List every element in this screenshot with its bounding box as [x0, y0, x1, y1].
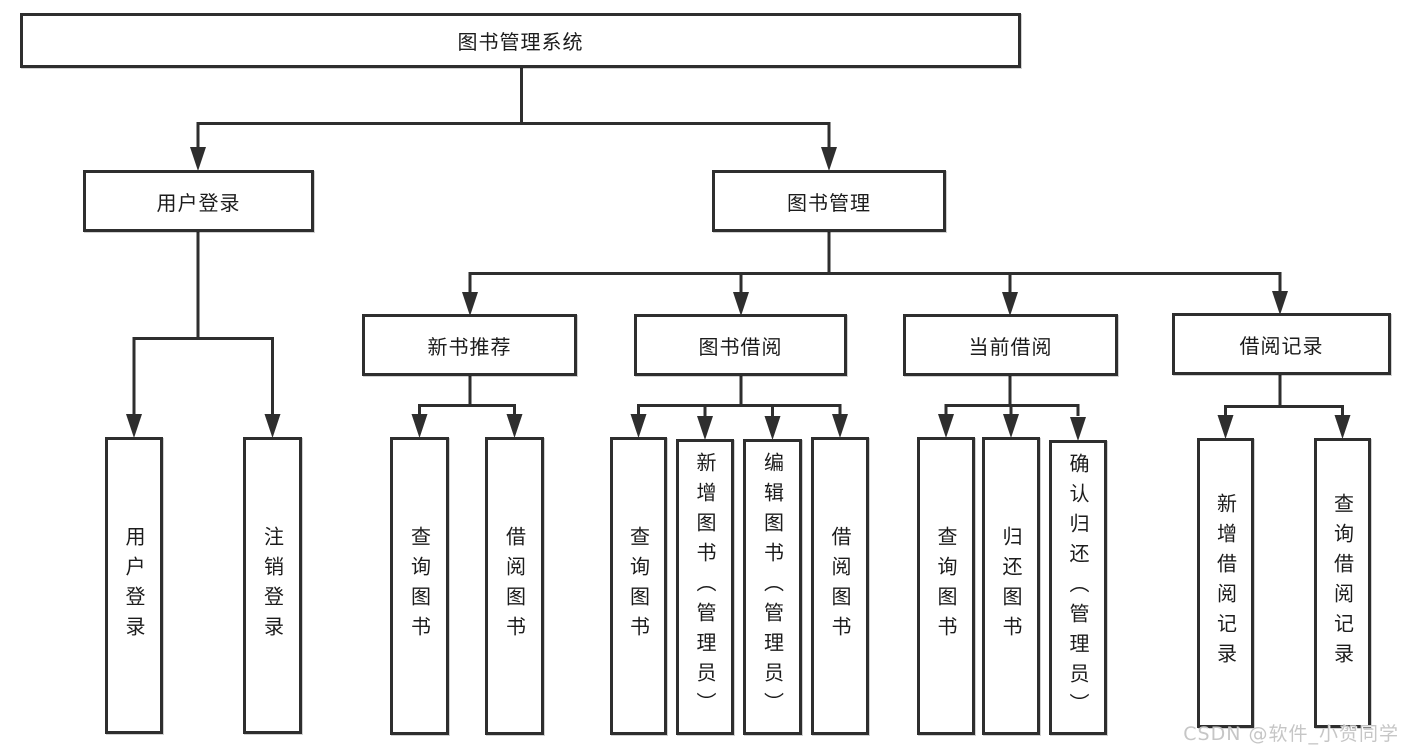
- arrowhead: [630, 414, 647, 438]
- leaf-label: 归还图书: [999, 526, 1023, 646]
- arrowhead: [764, 416, 781, 440]
- leaf-label: 注销登录: [260, 525, 285, 646]
- node-current-borrowing: 当前借阅: [903, 314, 1118, 376]
- arrowhead: [697, 416, 713, 440]
- node-book-borrowing: 图书借阅: [634, 314, 847, 376]
- arrowhead: [462, 292, 478, 316]
- connector-book-mgmt-branch: [468, 231, 1282, 294]
- leaf-add-borrow-record: 新增借阅记录: [1197, 438, 1254, 728]
- leaf-query-borrow-record: 查询借阅记录: [1314, 438, 1371, 728]
- leaf-user-login: 用户登录: [105, 437, 163, 734]
- arrowhead: [938, 414, 954, 438]
- connector-current-borrow-branch: [944, 374, 1080, 416]
- arrowhead: [1070, 417, 1086, 441]
- leaf-add-books-admin: 新增图书（管理员）: [676, 439, 734, 735]
- arrowhead: [264, 414, 281, 438]
- arrowhead: [821, 147, 837, 171]
- connector-user-login-branch: [132, 231, 274, 415]
- arrowhead: [1334, 415, 1351, 439]
- node-new-book-recommend: 新书推荐: [362, 314, 577, 376]
- arrowheads: [126, 147, 1351, 441]
- csdn-watermark: CSDN @软件_小贺同学: [1183, 723, 1399, 745]
- arrowhead: [733, 292, 749, 316]
- leaf-borrow-books: 借阅图书: [811, 437, 869, 735]
- leaf-label: 确认归还（管理员）: [1066, 452, 1090, 723]
- connector-new-book-branch: [418, 374, 516, 416]
- node-book-management: 图书管理: [712, 170, 946, 232]
- leaf-confirm-return-admin: 确认归还（管理员）: [1049, 440, 1107, 735]
- arrowhead: [1002, 292, 1018, 316]
- leaf-query-books: 查询图书: [390, 437, 449, 735]
- leaf-edit-books-admin: 编辑图书（管理员）: [743, 439, 802, 735]
- arrowhead: [1217, 415, 1234, 439]
- leaf-label: 查询图书: [626, 526, 651, 646]
- connector-records-branch: [1224, 373, 1344, 416]
- connector-book-borrow-branch: [637, 374, 842, 416]
- leaf-label: 编辑图书（管理员）: [760, 452, 785, 722]
- leaf-label: 新增借阅记录: [1213, 493, 1238, 673]
- leaf-borrow-books: 借阅图书: [485, 437, 544, 735]
- leaf-label: 用户登录: [122, 525, 146, 646]
- leaf-logout: 注销登录: [243, 437, 302, 734]
- node-root-system: 图书管理系统: [20, 13, 1021, 68]
- leaf-label: 借阅图书: [828, 526, 852, 646]
- leaf-label: 查询图书: [407, 526, 432, 646]
- leaf-label: 新增图书（管理员）: [693, 452, 717, 722]
- leaf-label: 查询图书: [934, 526, 958, 646]
- node-user-login: 用户登录: [83, 170, 314, 232]
- arrowhead: [190, 147, 206, 171]
- arrowhead: [411, 414, 428, 438]
- leaf-return-books: 归还图书: [982, 437, 1040, 735]
- node-borrow-records: 借阅记录: [1172, 313, 1391, 375]
- connector-root-to-level2: [196, 68, 831, 148]
- leaf-query-books: 查询图书: [917, 437, 975, 735]
- arrowhead: [126, 414, 142, 438]
- arrowhead: [506, 414, 523, 438]
- arrowhead: [832, 414, 848, 438]
- leaf-label: 查询借阅记录: [1330, 493, 1355, 673]
- arrowhead: [1003, 414, 1019, 438]
- arrowhead: [1272, 291, 1288, 315]
- leaf-query-books: 查询图书: [610, 437, 667, 735]
- leaf-label: 借阅图书: [502, 526, 527, 646]
